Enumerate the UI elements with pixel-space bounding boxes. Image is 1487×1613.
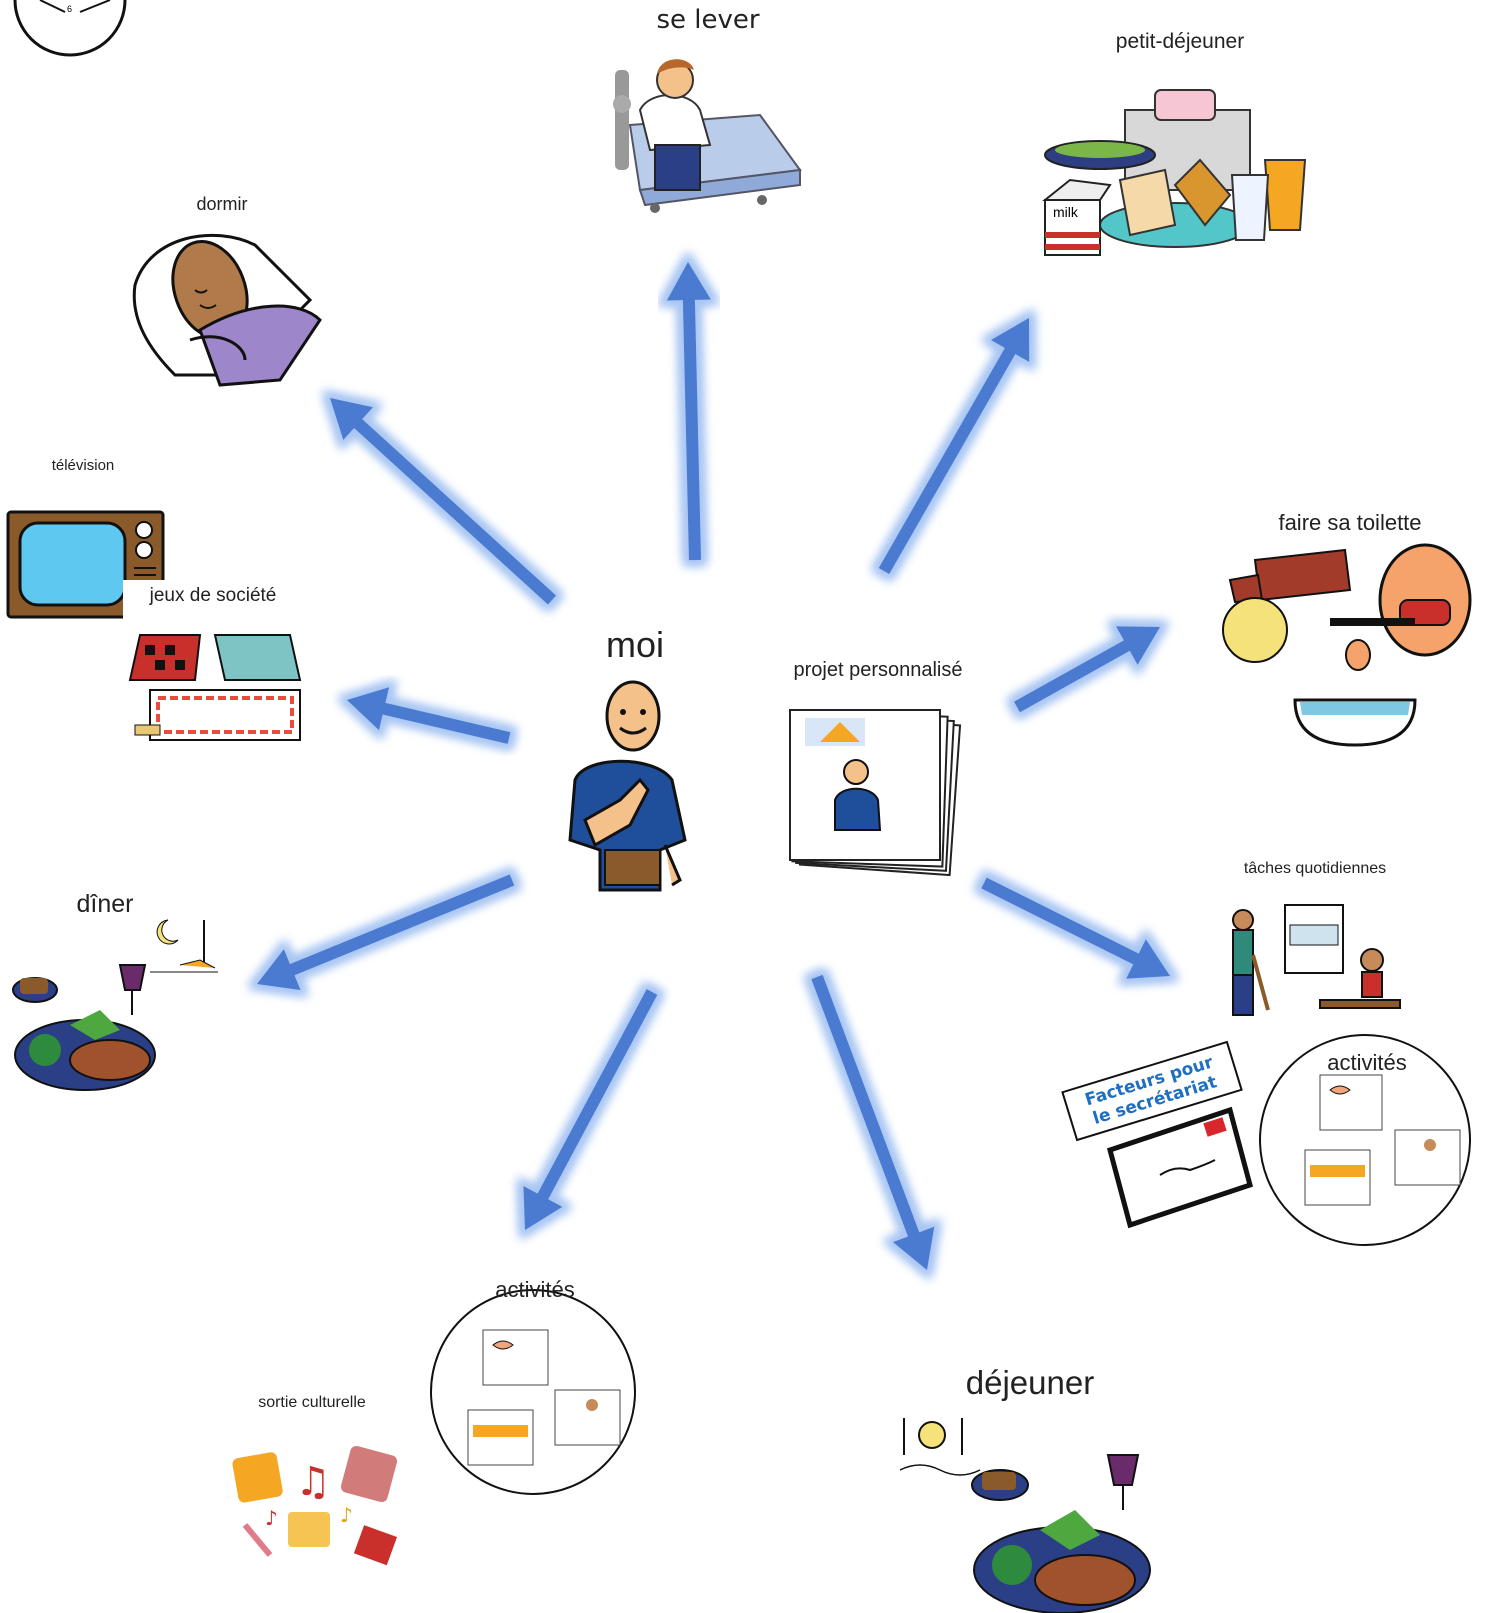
breakfast-icon: milk: [1042, 89, 1307, 256]
hygiene-icon: [1222, 543, 1472, 747]
svg-text:♫: ♫: [295, 1459, 331, 1505]
label-sortie-culturelle: sortie culturelle: [258, 1394, 366, 1411]
tv-icon: [6, 510, 165, 619]
arrow-to-activites-bottom: [518, 982, 665, 1239]
label-faire-sa-toilette: faire sa toilette: [1278, 510, 1421, 535]
activities-bottom-icon: [430, 1289, 636, 1495]
arrow-to-diner: [247, 867, 521, 997]
arrow-to-jeux-shape: [347, 687, 511, 744]
label-moi: moi: [606, 624, 664, 665]
label-dejeuner: déjeuner: [966, 1364, 1094, 1401]
project-document-icon: [789, 709, 962, 877]
arrow-to-taches-shape: [981, 877, 1170, 979]
label-se-lever: se lever: [656, 5, 759, 35]
envelope-icon: [1106, 1106, 1254, 1229]
board-games-icon: [123, 580, 303, 750]
arrow-to-se-lever-shape: [666, 262, 711, 561]
lunch-icon: [899, 1418, 1151, 1613]
arrow-to-petit-dejeuner: [871, 309, 1035, 581]
arrow-to-toilette-shape: [1014, 626, 1160, 713]
arrow-to-dormir-shape: [330, 398, 557, 605]
arrow-to-toilette: [1007, 621, 1169, 720]
milk-label: milk: [1053, 204, 1079, 220]
svg-text:♪: ♪: [340, 1503, 353, 1527]
svg-text:♪: ♪: [265, 1506, 278, 1530]
daily-chores-icon: [1232, 904, 1401, 1016]
label-dormir: dormir: [196, 194, 247, 214]
get-up-icon: [613, 59, 802, 213]
clock-icon: 6: [13, 0, 127, 57]
label-activites-bottom: activités: [495, 1277, 574, 1302]
activities-right-icon: [1259, 1034, 1471, 1246]
arrow-to-dejeuner: [804, 968, 941, 1280]
label-projet-personnalise: projet personnalisé: [794, 659, 963, 681]
cultural-outing-icon: ♫ ♪ ♪: [232, 1445, 398, 1566]
dinner-icon: [12, 919, 218, 1091]
me-person-icon: [568, 680, 687, 892]
label-television: télévision: [52, 457, 115, 474]
label-jeux-de-societe: jeux de société: [149, 585, 277, 606]
arrow-to-jeux: [337, 679, 517, 750]
label-taches-quotidiennes: tâches quotidiennes: [1244, 860, 1386, 877]
label-petit-dejeuner: petit-déjeuner: [1116, 30, 1244, 53]
clock-number: 6: [67, 4, 72, 14]
arrow-to-taches: [974, 870, 1179, 985]
arrow-to-dormir: [322, 391, 564, 612]
arrows-group: [247, 252, 1179, 1280]
sleep-icon: [132, 233, 322, 387]
arrow-to-activites-bottom-shape: [523, 989, 658, 1230]
arrow-to-se-lever: [658, 252, 720, 566]
arrow-to-dejeuner-shape: [811, 974, 935, 1270]
label-diner: dîner: [77, 890, 134, 918]
arrow-to-diner-shape: [257, 874, 515, 991]
arrow-to-petit-dejeuner-shape: [878, 318, 1030, 574]
label-activites-right: activités: [1327, 1050, 1406, 1075]
